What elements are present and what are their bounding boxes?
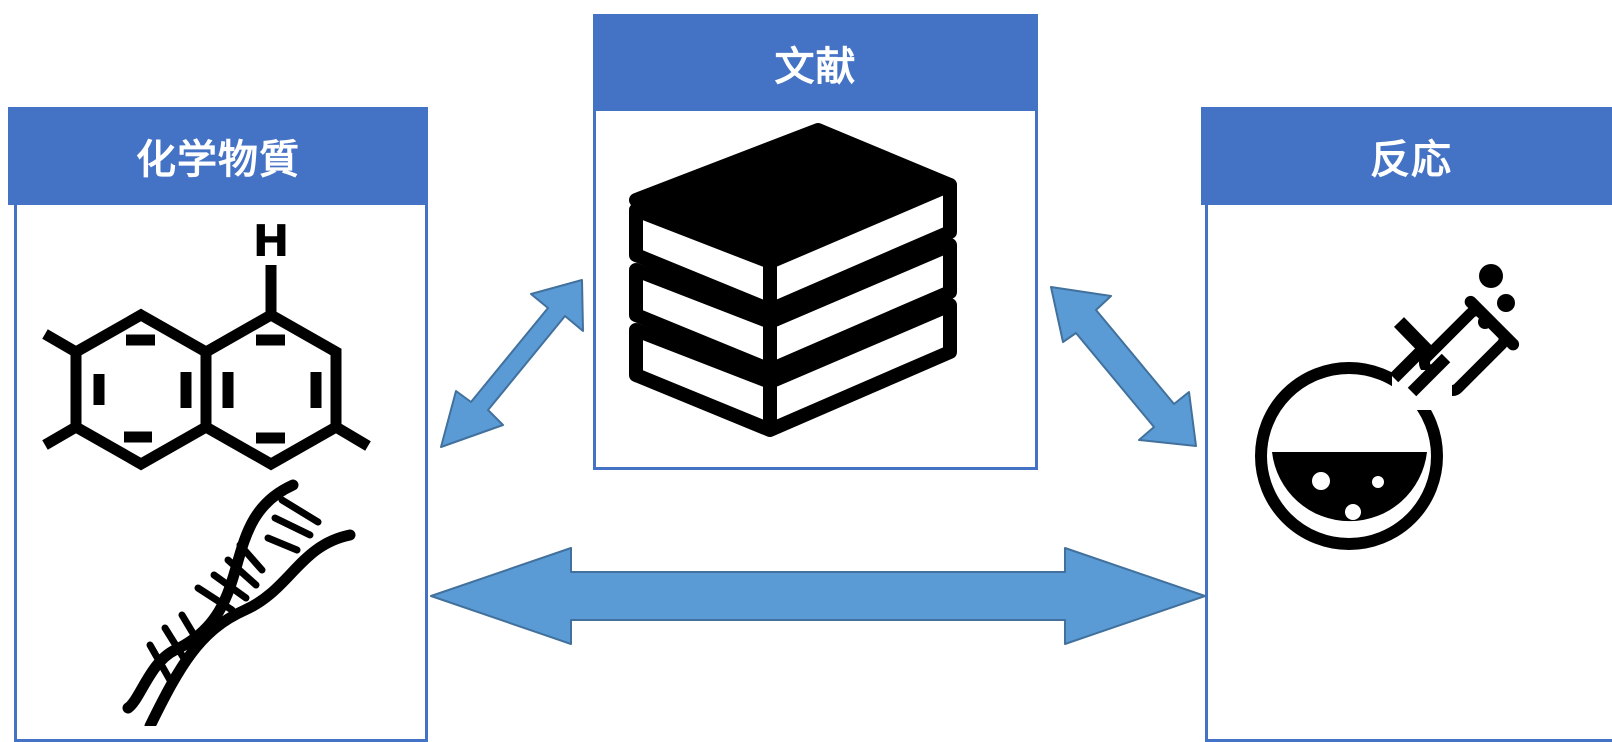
reactions-header: 反応 <box>1201 107 1612 205</box>
dna-icon <box>122 479 356 726</box>
arrow-chemicals-literature <box>440 279 584 448</box>
diagram-canvas: H <box>42 123 1520 726</box>
reactions-label: 反応 <box>1370 137 1452 183</box>
molecule-icon <box>42 265 371 471</box>
arrow-literature-reactions <box>1050 286 1197 447</box>
chemicals-panel <box>14 202 428 742</box>
books-icon <box>629 123 957 437</box>
chemicals-label: 化学物質 <box>136 137 300 183</box>
molecule-atom-label: H <box>253 216 290 267</box>
arrow-chemicals-reactions <box>430 547 1206 645</box>
flask-icon <box>1255 264 1520 550</box>
literature-label: 文献 <box>774 43 857 90</box>
literature-header: 文献 <box>593 14 1038 111</box>
chemicals-header: 化学物質 <box>8 107 428 205</box>
